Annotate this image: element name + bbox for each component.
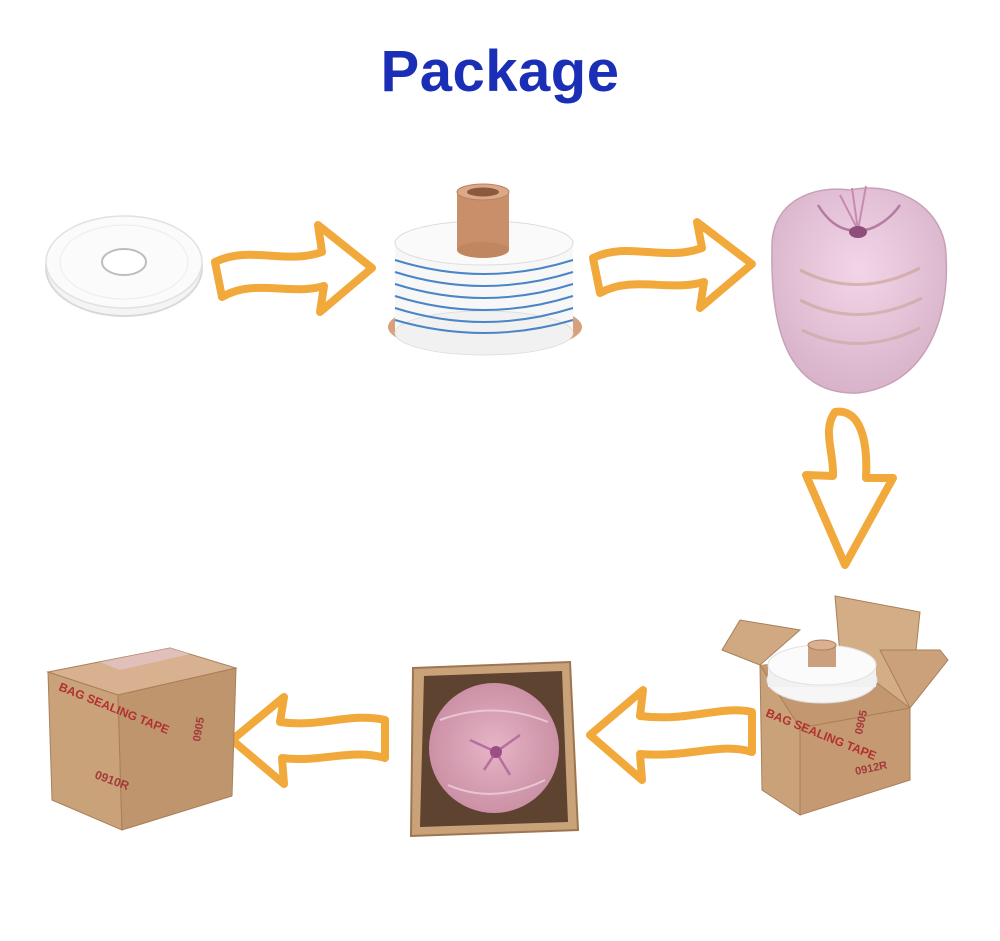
box-print-side-code-closed: 0905: [191, 716, 207, 742]
rolls-in-pink-bag: [771, 185, 948, 394]
page-title: Package: [380, 39, 620, 104]
arrow-right-2: [589, 218, 756, 312]
box-print-side-code-open: 0905: [853, 709, 870, 735]
single-tape-roll: [45, 215, 203, 317]
arrow-down: [802, 407, 897, 569]
arrow-right-1: [211, 221, 376, 316]
sealed-carton: BAG SEALING TAPE 0910R 0905: [46, 647, 238, 831]
bagged-rolls-in-carton: [409, 660, 580, 838]
arrow-left-1: [586, 686, 756, 784]
open-carton-with-rolls: BAG SEALING TAPE 0912R 0905: [721, 595, 949, 816]
arrow-left-2: [228, 693, 389, 788]
stacked-rolls-on-core: [388, 183, 582, 356]
